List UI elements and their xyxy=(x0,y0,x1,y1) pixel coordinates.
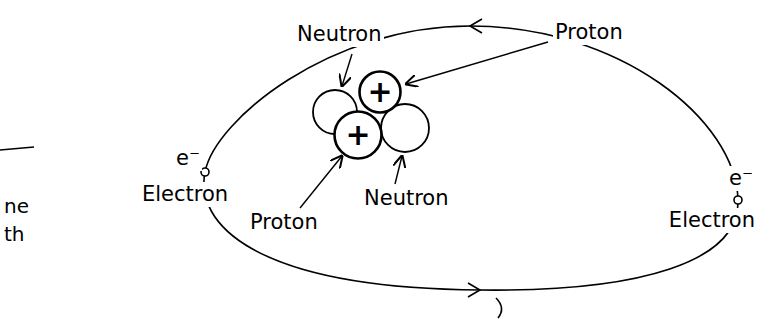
cut-text: ne xyxy=(2,194,31,218)
orbit-stroke xyxy=(496,298,502,318)
electron-symbol: e⁻ xyxy=(174,146,202,171)
part-label: Proton xyxy=(553,20,625,45)
proton-outline xyxy=(360,72,401,113)
part-label: Electron xyxy=(140,182,230,207)
stray-line xyxy=(0,147,34,150)
leader-arrow xyxy=(406,42,548,84)
part-label: Proton xyxy=(248,210,320,235)
part-label: Neutron xyxy=(362,186,451,211)
electron-orbit xyxy=(204,26,738,290)
charge-sign: + xyxy=(367,77,392,107)
proton-circle: + xyxy=(333,110,383,160)
proton-outline xyxy=(335,112,382,159)
electron-dot xyxy=(201,168,209,176)
orbit-arrowhead xyxy=(470,19,482,33)
part-label: Electron xyxy=(667,208,757,233)
leader-arrow xyxy=(395,156,402,184)
proton-circle: + xyxy=(358,70,402,114)
electron-dot xyxy=(734,196,742,204)
charge-sign: + xyxy=(345,120,370,150)
cut-text: th xyxy=(2,222,27,246)
electron-symbol: e⁻ xyxy=(727,166,755,191)
leader-arrow xyxy=(342,54,352,86)
part-label: Neutron xyxy=(295,22,384,47)
leader-arrow xyxy=(300,156,342,208)
orbit-arrowhead xyxy=(468,283,480,297)
